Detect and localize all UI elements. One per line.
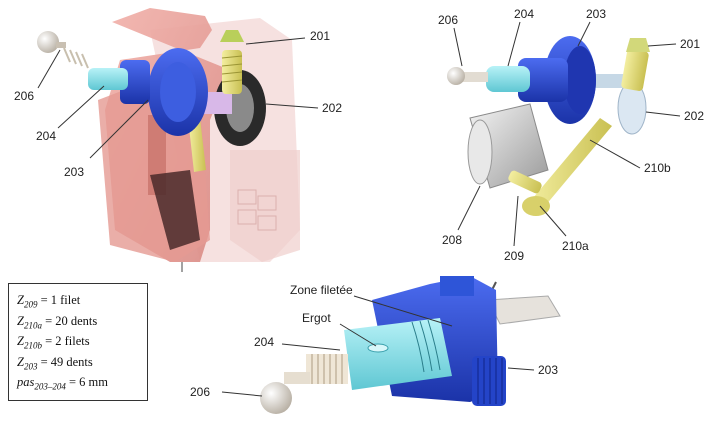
gear-203-inner bbox=[160, 62, 196, 122]
label-201-exploded: 201 bbox=[680, 37, 700, 51]
worm-screw bbox=[188, 118, 206, 172]
legend-row: pas203–204 = 6 mm bbox=[17, 375, 108, 392]
ball-neck bbox=[56, 42, 66, 48]
legend-row: Z210a = 20 dents bbox=[17, 313, 98, 331]
top-right-labels: 206 204 203 201 202 210b 208 209 210a bbox=[438, 7, 704, 263]
top-left-labels: 201 202 203 204 206 bbox=[14, 29, 342, 179]
label-206-exploded: 206 bbox=[438, 13, 458, 27]
label-204: 204 bbox=[36, 129, 56, 143]
collar-204 bbox=[120, 60, 150, 104]
label-204-exploded: 204 bbox=[514, 7, 534, 21]
collar-204-exploded bbox=[518, 58, 568, 102]
screw-201-exploded-head bbox=[626, 38, 650, 52]
ergot bbox=[367, 343, 389, 353]
shaft-204-exploded bbox=[486, 66, 530, 92]
label-210a: 210a bbox=[562, 239, 589, 253]
ball-206-exploded bbox=[447, 67, 465, 85]
thread-zone bbox=[411, 319, 441, 373]
cyan-sleeve bbox=[344, 318, 452, 390]
ball-rod bbox=[284, 372, 310, 384]
label-202: 202 bbox=[322, 101, 342, 115]
exploded-mechanism bbox=[447, 36, 650, 216]
screw-201-exploded bbox=[621, 49, 649, 91]
blue-housing-top bbox=[440, 276, 474, 296]
gear-203-exploded-teeth bbox=[564, 46, 596, 114]
bottom-labels: Zone filetée Ergot 204 206 203 bbox=[190, 283, 558, 399]
motor-dark bbox=[150, 170, 200, 250]
label-203-exploded: 203 bbox=[586, 7, 606, 21]
label-204-detail: 204 bbox=[254, 335, 274, 349]
label-203-detail: 203 bbox=[538, 363, 558, 377]
ball-206-detail bbox=[260, 382, 292, 414]
label-ergot: Ergot bbox=[302, 311, 331, 325]
rear-shaft bbox=[487, 295, 561, 325]
label-209: 209 bbox=[504, 249, 524, 263]
shaft-204 bbox=[88, 68, 128, 90]
spring bbox=[63, 47, 89, 69]
label-203: 203 bbox=[64, 165, 84, 179]
gear-202-hub bbox=[226, 84, 254, 132]
legend-row: Z203 = 49 dents bbox=[17, 354, 93, 372]
spindle-detail bbox=[260, 276, 561, 414]
label-208: 208 bbox=[442, 233, 462, 247]
label-202-exploded: 202 bbox=[684, 109, 704, 123]
motor-208-face bbox=[467, 119, 493, 185]
screw-201-thread bbox=[221, 55, 243, 83]
top-left-leaders bbox=[37, 37, 319, 159]
housing-assembly bbox=[37, 8, 300, 272]
connector-block bbox=[230, 150, 300, 262]
gear-203-detail bbox=[472, 356, 506, 406]
label-206-detail: 206 bbox=[190, 385, 210, 399]
legend-row: Z209 = 1 filet bbox=[17, 293, 81, 310]
label-201: 201 bbox=[310, 29, 330, 43]
top-right-leaders bbox=[453, 21, 681, 247]
bellows bbox=[306, 354, 348, 384]
screw-201 bbox=[222, 50, 242, 94]
gear-210a bbox=[522, 196, 550, 216]
legend-row: Z210b = 2 filets bbox=[17, 334, 90, 351]
worm-210b bbox=[528, 118, 612, 212]
connector-pins bbox=[237, 189, 277, 231]
label-206: 206 bbox=[14, 89, 34, 103]
screw-201-head bbox=[220, 30, 244, 42]
ball-206 bbox=[37, 31, 59, 53]
rod-206-exploded bbox=[460, 72, 488, 82]
label-210b: 210b bbox=[644, 161, 671, 175]
gear-203-detail-teeth bbox=[477, 358, 503, 404]
worm-209 bbox=[508, 170, 542, 194]
bottom-leaders bbox=[221, 295, 535, 397]
label-zone-filetee: Zone filetée bbox=[290, 283, 353, 297]
parameters-legend: Z209 = 1 filet Z210a = 20 dents Z210b = … bbox=[8, 283, 148, 401]
